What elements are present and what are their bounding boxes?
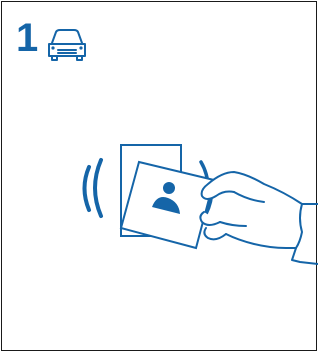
nfc-wave-left-icon	[85, 160, 102, 216]
hand-icon	[200, 172, 318, 264]
instruction-panel: 1	[1, 1, 317, 351]
nfc-illustration	[2, 2, 318, 352]
